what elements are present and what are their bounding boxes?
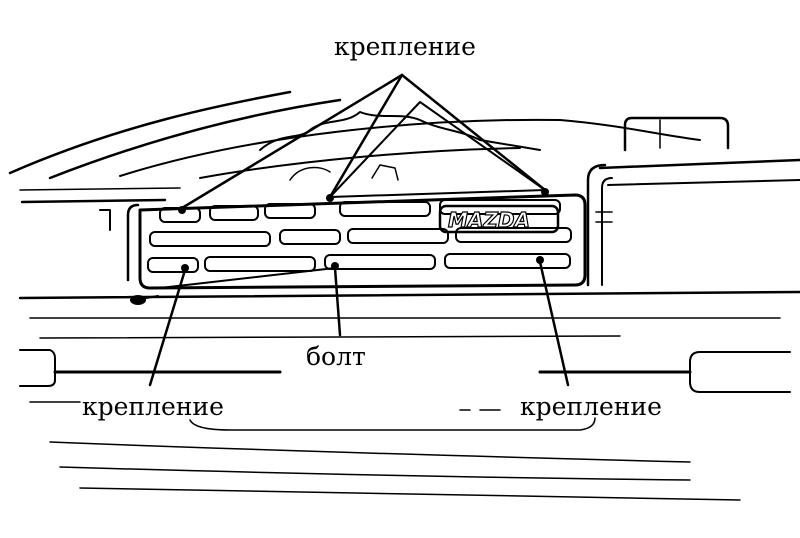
label-bottom-right-fastener: крепление [520, 392, 662, 421]
mazda-badge: MAZDA [448, 208, 530, 232]
radiator-grille: MAZDA [138, 193, 587, 290]
car-body [8, 90, 800, 501]
leader-lines [148, 73, 570, 387]
label-bottom-left-fastener: крепление [82, 392, 224, 421]
label-top-fastener: крепление [334, 32, 476, 61]
label-bolt: болт [306, 342, 366, 371]
